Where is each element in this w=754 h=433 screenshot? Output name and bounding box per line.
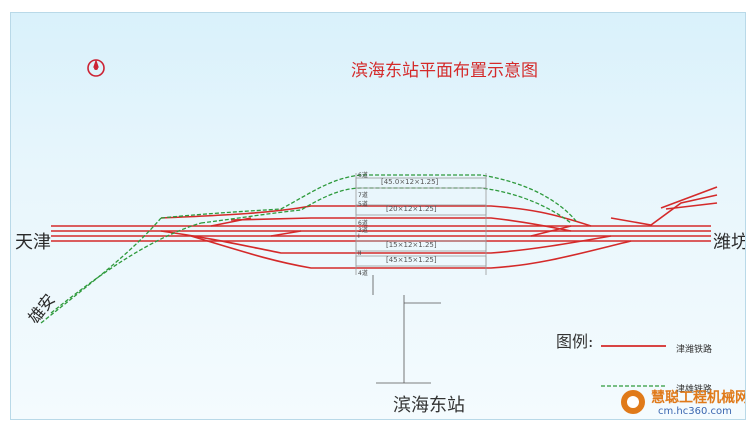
track-label-8: 4道 xyxy=(358,270,368,277)
green-link-2 xyxy=(50,222,202,314)
compass-icon xyxy=(87,59,105,77)
track-label-6: I xyxy=(358,233,360,240)
red-branch-east-2 xyxy=(660,186,718,209)
green-loop-upper xyxy=(160,174,577,222)
platform-dim-label-4: [45×15×1.25] xyxy=(386,256,437,264)
east-station-label: 潍坊 xyxy=(713,232,746,253)
legend-green-label: 津雄铁路 xyxy=(676,385,713,395)
station-name-label: 滨海东站 xyxy=(393,395,465,416)
legend-red-label: 津潍铁路 xyxy=(676,345,713,355)
diagram-canvas: 滨海东站平面布置示意图 xyxy=(10,12,746,420)
track-label-1: 6道 xyxy=(358,172,368,179)
track-label-3: 5道 xyxy=(358,201,368,208)
legend-title: 图例: xyxy=(556,332,594,351)
station-center-marker xyxy=(372,275,441,384)
track-label-4: 6道 xyxy=(358,220,368,227)
track-label-2: 7道 xyxy=(358,192,368,199)
watermark-site: cm.hc360.com xyxy=(658,406,732,417)
watermark-brand: 慧聪工程机械网 xyxy=(651,390,746,406)
diagram-title: 滨海东站平面布置示意图 xyxy=(351,61,538,81)
west-station-label: 天津 xyxy=(15,232,51,253)
track-label-5: 3道 xyxy=(358,227,368,234)
platform-dim-label-2: [20×12×1.25] xyxy=(386,205,437,213)
green-loop-inner xyxy=(200,187,572,224)
red-branch-east-1 xyxy=(610,194,718,226)
red-branch-east-3 xyxy=(665,202,718,210)
legend-lines xyxy=(601,345,666,387)
red-siding-upper-1 xyxy=(160,205,592,227)
red-siding-lower-1 xyxy=(160,230,612,254)
platform-outlines xyxy=(355,173,487,275)
red-siding-upper-2 xyxy=(230,217,572,232)
green-link-1 xyxy=(40,217,162,324)
red-siding-lower-2 xyxy=(190,235,632,269)
platform-dim-label-3: [15×12×1.25] xyxy=(386,241,437,249)
red-crossover-3 xyxy=(530,225,572,237)
red-crossover-2 xyxy=(270,230,302,237)
track-diagram xyxy=(40,173,718,387)
red-crossover-1 xyxy=(210,217,252,227)
green-link-tracks xyxy=(40,174,577,324)
platform-dim-label-1: [45.0×12×1.25] xyxy=(381,178,439,186)
track-label-7: II xyxy=(358,250,362,257)
red-main-tracks xyxy=(51,186,718,269)
watermark-logo xyxy=(621,390,645,414)
